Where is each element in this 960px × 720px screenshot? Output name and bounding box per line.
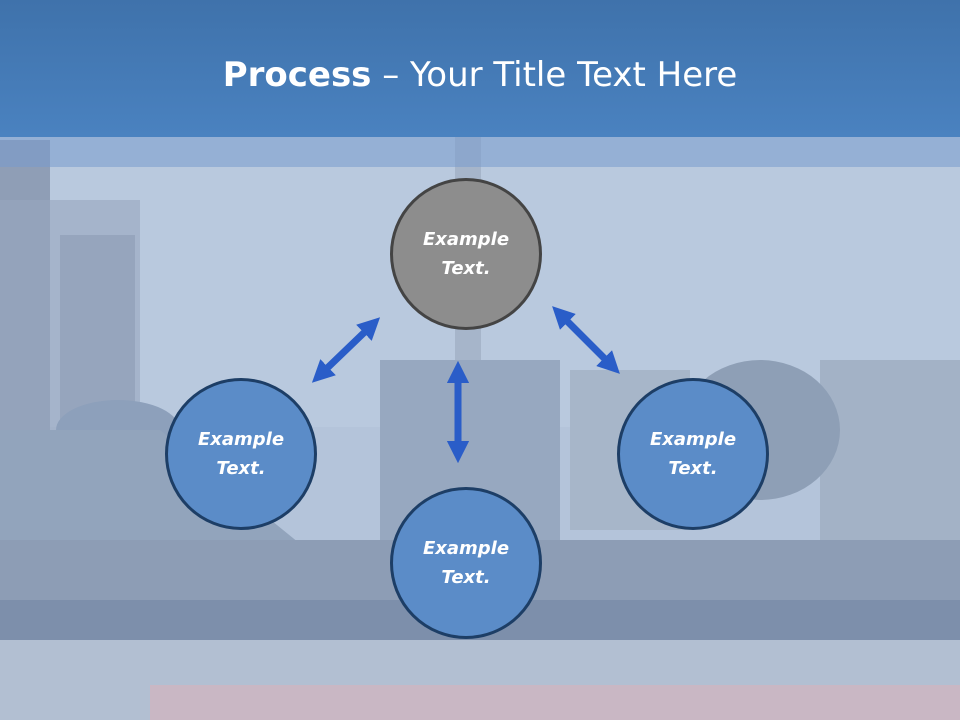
arrow-top-left: [311, 317, 381, 383]
node-bottom-text: Example Text.: [422, 538, 510, 588]
title-bar: [0, 0, 960, 137]
title-bar-band: [0, 137, 960, 167]
process-node-top[interactable]: Example Text.: [390, 178, 542, 330]
process-node-left[interactable]: Example Text.: [165, 378, 317, 530]
process-node-right[interactable]: Example Text.: [617, 378, 769, 530]
process-node-bottom[interactable]: Example Text.: [390, 487, 542, 639]
node-right-text: Example Text.: [649, 429, 737, 479]
node-left-text: Example Text.: [197, 429, 285, 479]
title-rest: – Your Title Text Here: [371, 55, 738, 95]
node-top-text: Example Text.: [422, 229, 510, 279]
slide-title: Process – Your Title Text Here: [0, 52, 960, 98]
arrow-top-right: [552, 306, 620, 374]
title-bold: Process: [222, 55, 372, 95]
